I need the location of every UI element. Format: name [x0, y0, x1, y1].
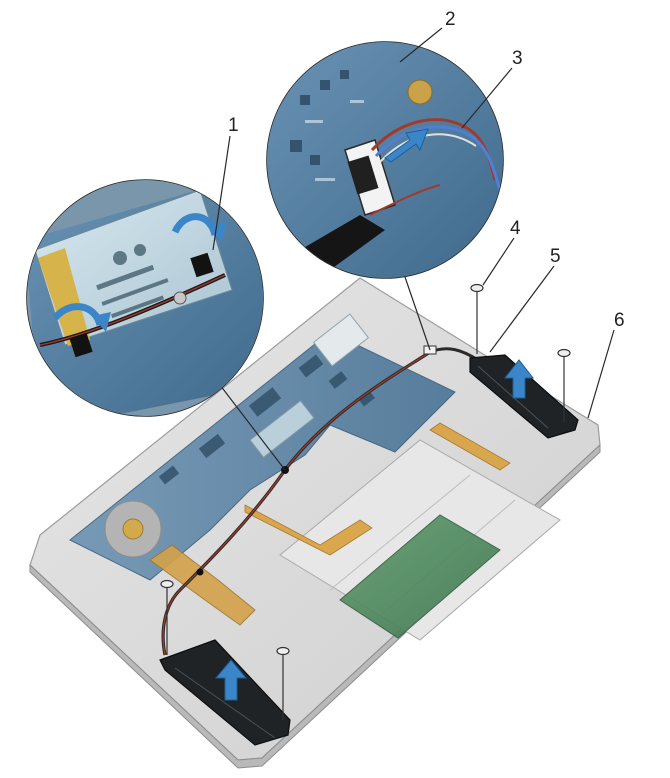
speaker-cable-red [162, 351, 431, 656]
heat-pipe [149, 544, 256, 626]
screw-icon [557, 348, 571, 358]
screws [160, 283, 571, 720]
screw-icon [470, 283, 484, 293]
board-components [158, 354, 375, 485]
arrow-up-icon [214, 659, 248, 701]
callout-number: 1 [228, 115, 239, 136]
chassis-front-edge [29, 443, 601, 769]
wlan-card [312, 313, 370, 367]
callout-number: 6 [614, 310, 625, 331]
touchpad [339, 514, 501, 639]
screw-icon [160, 579, 174, 589]
touchpad-flex-cable [244, 504, 373, 556]
callout-number: 3 [512, 48, 523, 69]
cable-clip [196, 568, 204, 576]
leader-4 [482, 237, 515, 286]
arrow-up-icon [503, 359, 535, 399]
leader-3 [461, 67, 513, 129]
callout-number: 4 [510, 218, 521, 239]
detail-magnifier-left [26, 179, 264, 417]
magnifier-leader [404, 276, 431, 351]
laptop-base [29, 277, 601, 769]
battery-cells-divider [329, 474, 471, 591]
leader-6 [587, 329, 615, 419]
keyboard-flex-cable [429, 422, 511, 471]
callout-number: 5 [550, 246, 561, 267]
ssd-module [249, 399, 315, 459]
detail-magnifier-top [266, 41, 504, 279]
callout-leaders [212, 27, 615, 419]
callout-number: 2 [445, 9, 456, 30]
leader-2 [399, 27, 443, 63]
fan-hub [122, 518, 144, 540]
screw-icon [276, 646, 290, 656]
leader-5 [489, 265, 555, 353]
magnifier-leader [219, 384, 286, 471]
leader-1 [212, 135, 231, 251]
